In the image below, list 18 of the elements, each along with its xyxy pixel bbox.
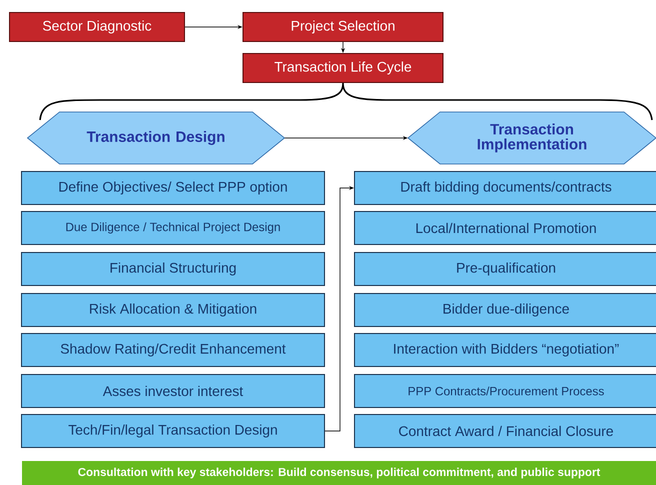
step-box: Financial Structuring: [21, 252, 325, 286]
step-box: Due Diligence / Technical Project Design: [21, 211, 325, 245]
step-box: Asses investor interest: [21, 374, 325, 408]
step-box: Pre-qualification: [354, 252, 656, 286]
step-box: Draft bidding documents/contracts: [354, 171, 656, 205]
process-box: Sector Diagnostic: [9, 12, 185, 42]
step-box: Shadow Rating/Credit Enhancement: [21, 333, 325, 367]
banner-bar: Consultation with key stakeholders: Build consensus, political commitment, and public support: [22, 461, 656, 485]
step-box: Define Objectives/ Select PPP option: [21, 171, 325, 205]
step-box: PPP Contracts/Procurement Process: [354, 374, 656, 408]
step-box: Interaction with Bidders “negotiation”: [354, 333, 656, 367]
process-box: Project Selection: [242, 12, 444, 42]
step-box: Local/International Promotion: [354, 211, 656, 245]
step-box: Bidder due-diligence: [354, 293, 656, 327]
step-box: Contract Award / Financial Closure: [354, 414, 656, 448]
step-box: Tech/Fin/legal Transaction Design: [21, 414, 325, 448]
step-box: Risk Allocation & Mitigation: [21, 293, 325, 327]
process-box: Transaction Life Cycle: [242, 53, 444, 83]
